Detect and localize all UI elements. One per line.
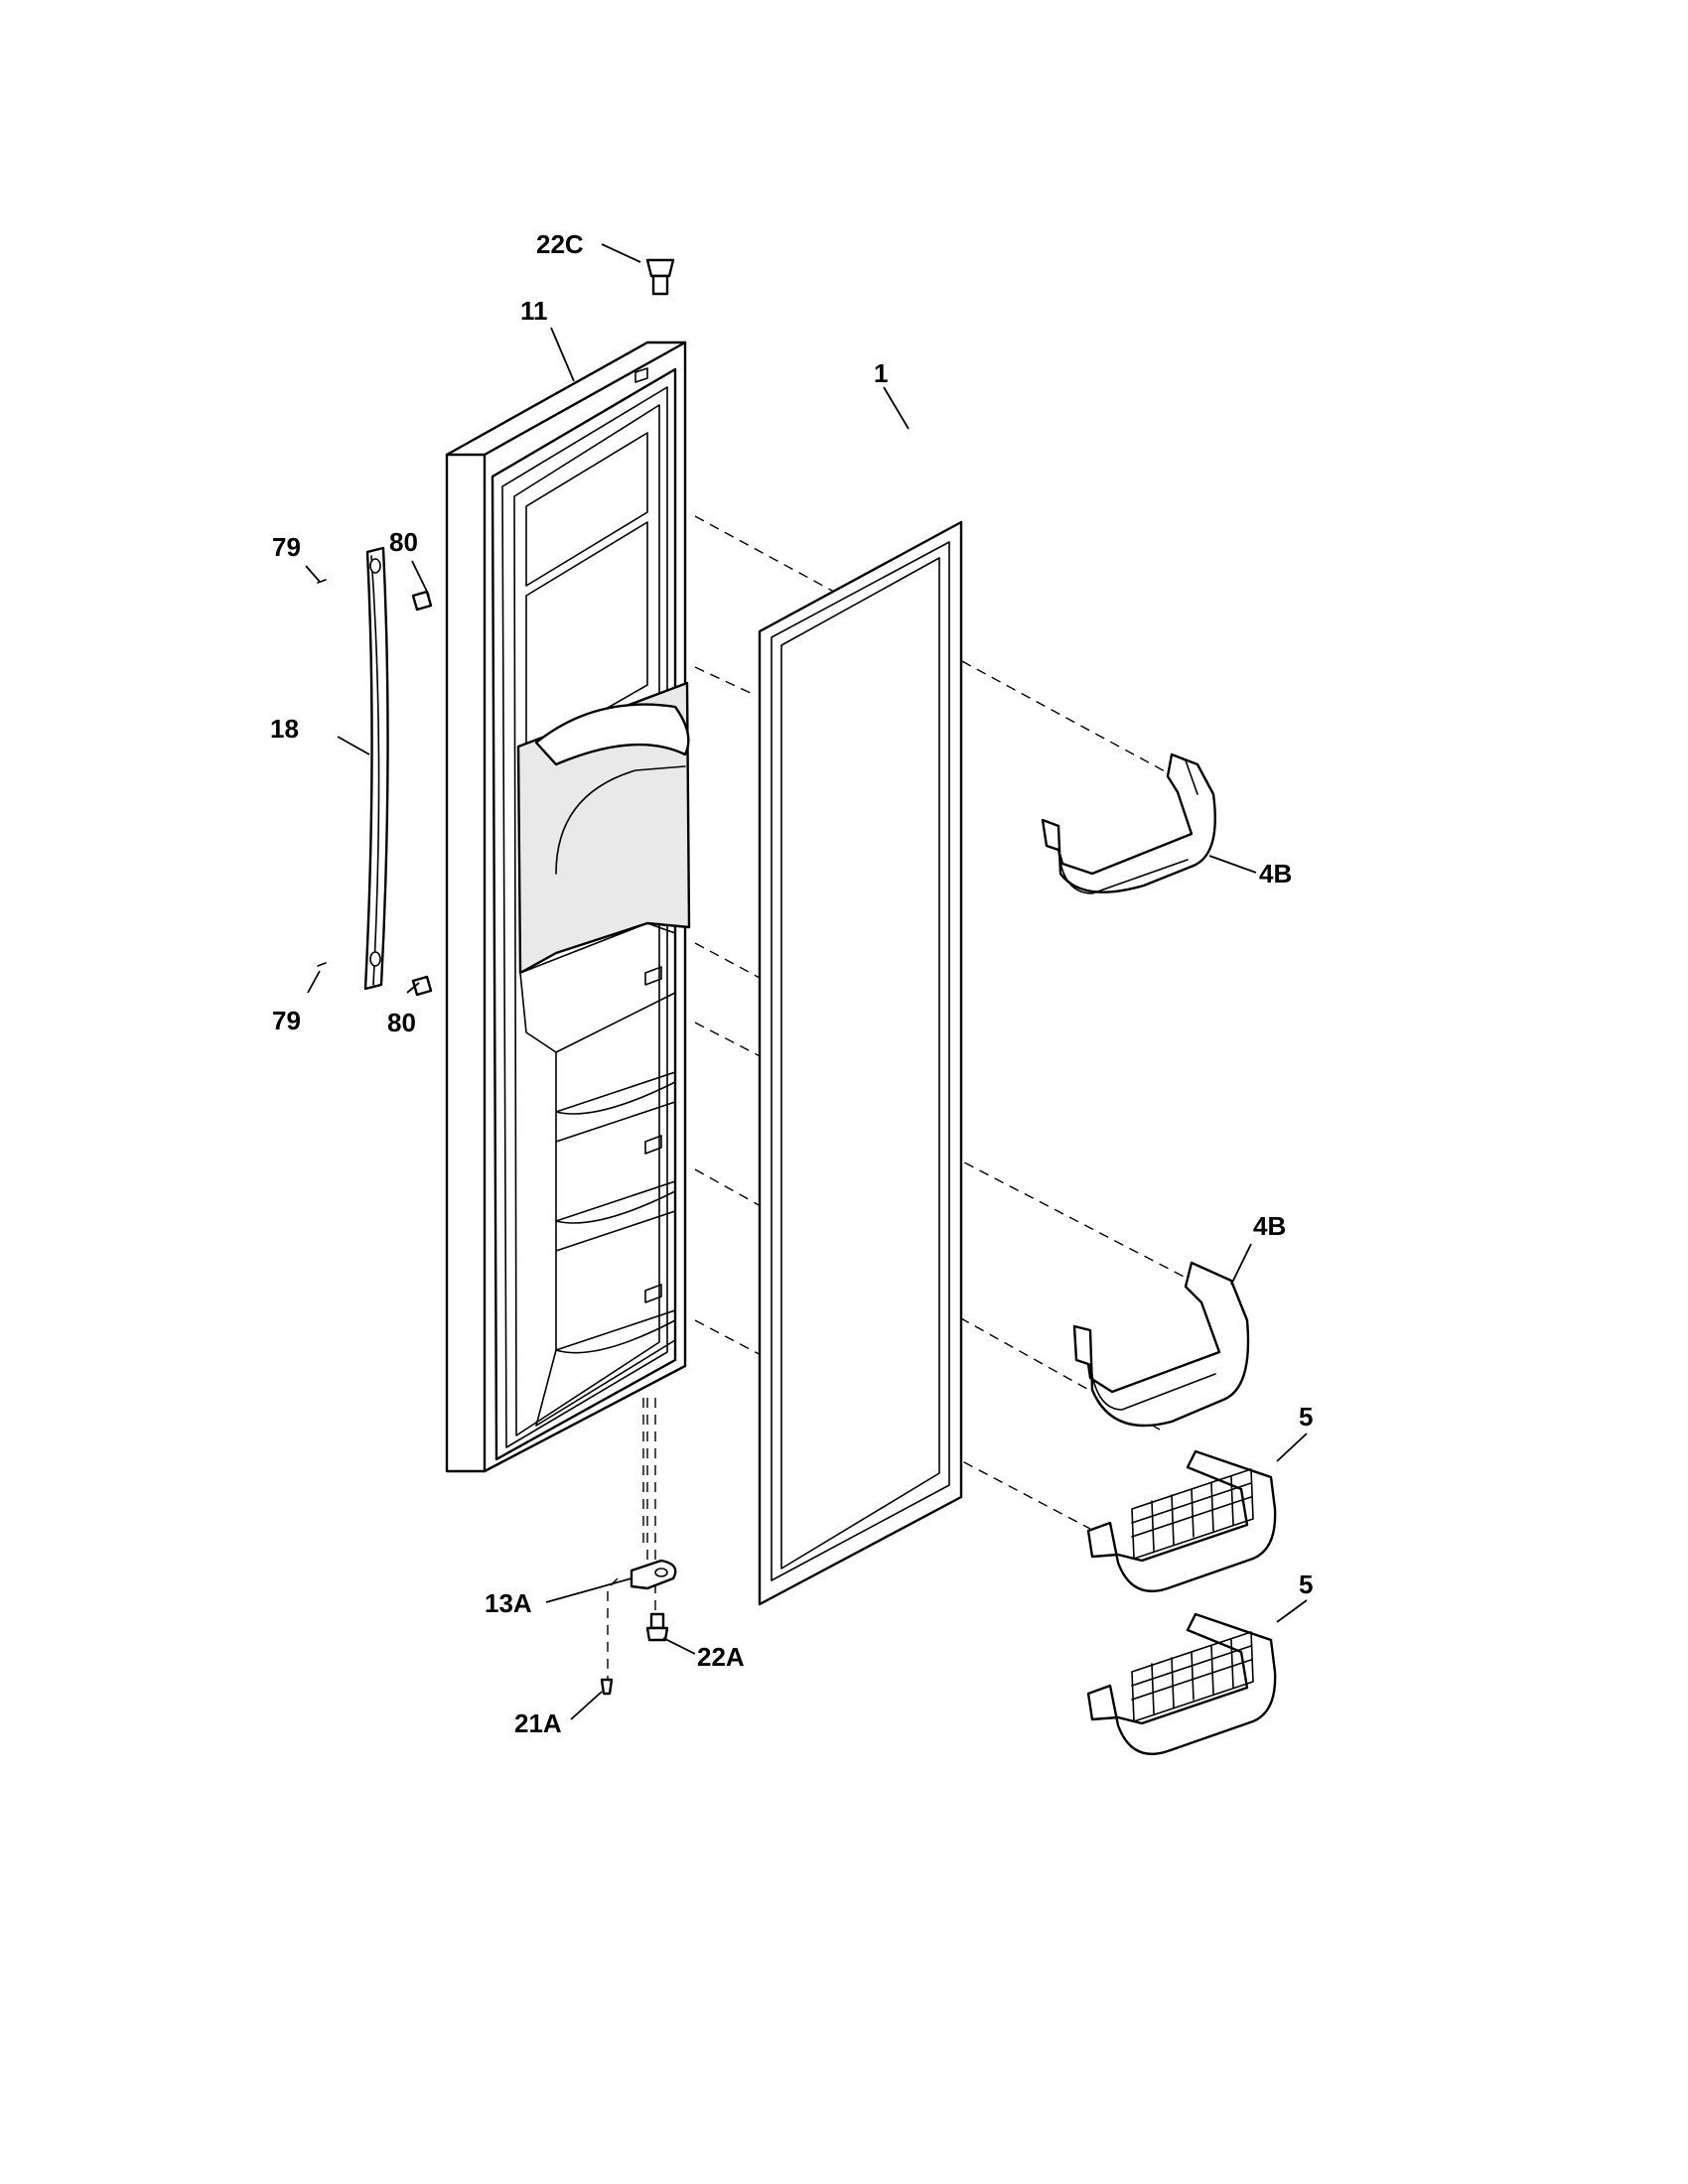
callout-22A: 22A [697, 1642, 745, 1672]
callout-79-lower: 79 [272, 1006, 301, 1035]
hinge-pin-bottom [645, 1612, 669, 1642]
callout-1: 1 [874, 358, 888, 388]
callout-18: 18 [270, 714, 299, 744]
door-bin-lower [1072, 1261, 1250, 1428]
door-handle [363, 546, 389, 991]
hinge-screw [600, 1678, 614, 1696]
basket-bin-lower [1086, 1612, 1277, 1756]
callout-5-upper: 5 [1299, 1402, 1313, 1432]
leader-lines [305, 243, 1308, 1720]
callout-11: 11 [520, 296, 548, 326]
bottom-hinge [630, 1559, 677, 1590]
callout-13A: 13A [485, 1588, 532, 1618]
callout-79-upper: 79 [272, 532, 301, 562]
hinge-pin-top [645, 258, 675, 296]
callout-5-lower: 5 [1299, 1570, 1313, 1599]
callout-80-upper: 80 [389, 527, 418, 557]
door-gasket [758, 520, 963, 1606]
door-assembly [445, 341, 691, 1473]
callout-4B-lower: 4B [1253, 1211, 1286, 1241]
callout-80-lower: 80 [387, 1008, 416, 1037]
handle-fasteners [317, 579, 433, 997]
callout-21A: 21A [514, 1708, 562, 1738]
door-bin-upper [1041, 752, 1216, 894]
basket-bin-upper [1086, 1449, 1277, 1593]
callout-4B-upper: 4B [1259, 859, 1292, 888]
callout-22C: 22C [536, 229, 584, 259]
callout-labels: 22C 11 1 79 80 18 4B 79 80 4B 5 5 13A 22… [270, 229, 1313, 1738]
